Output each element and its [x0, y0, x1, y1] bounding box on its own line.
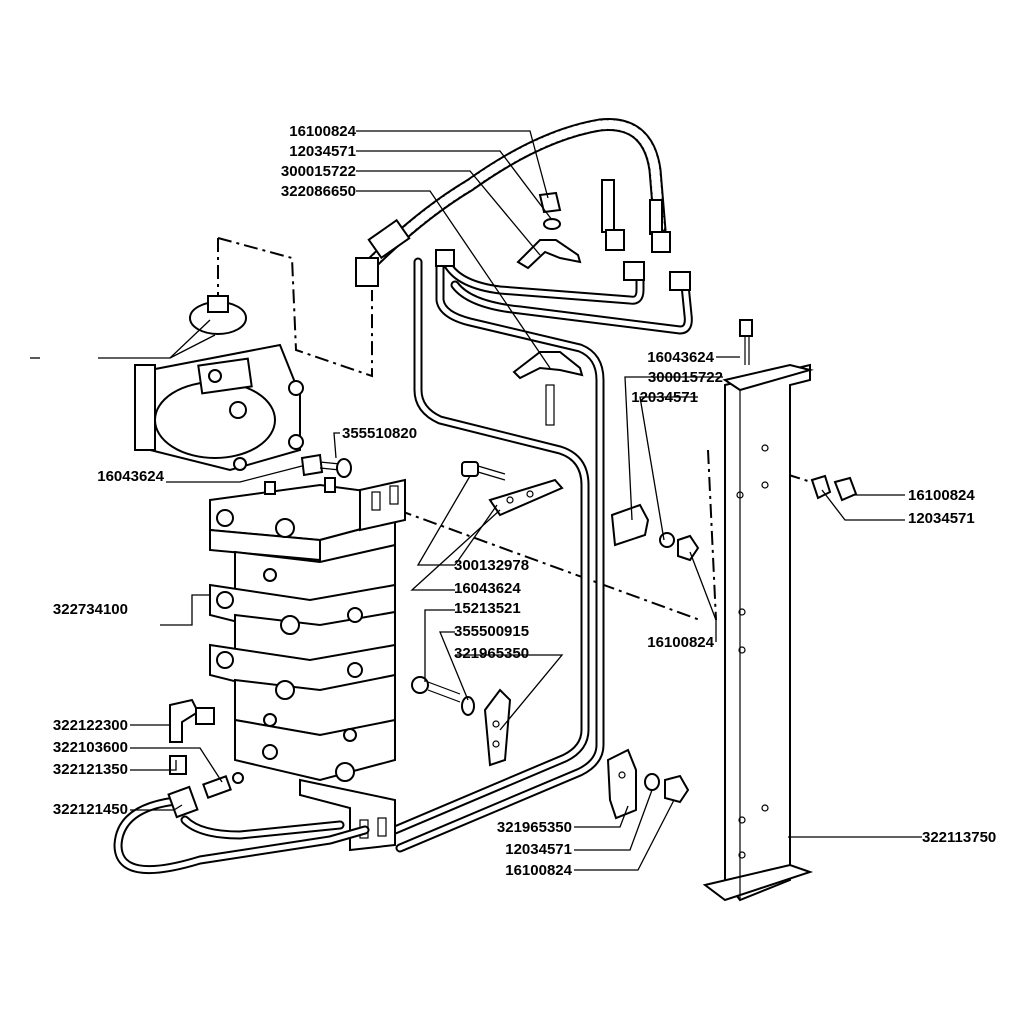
hydraulic-pump: [134, 295, 304, 472]
hardware-middle: [300, 453, 700, 767]
part-label-16043624-mid: 16043624: [454, 580, 521, 597]
leader-lines: [30, 130, 922, 871]
part-label-16100824-bottom: 16100824: [505, 862, 572, 879]
part-label-300132978: 300132978: [454, 557, 529, 574]
part-labels: 16100824 12034571 300015722 322086650 16…: [53, 123, 996, 879]
fittings: [169, 698, 244, 799]
hardware-lower: [606, 474, 858, 820]
part-label-16043624-right: 16043624: [647, 349, 714, 366]
return-pipe: [113, 785, 370, 875]
part-label-300015722-top: 300015722: [281, 163, 356, 180]
part-label-12034571-top: 12034571: [289, 143, 356, 160]
part-label-322113750: 322113750: [922, 829, 996, 846]
part-label-321965350-mid: 321965350: [454, 645, 529, 662]
part-label-355510820: 355510820: [342, 425, 417, 442]
part-label-16043624-left: 16043624: [97, 468, 164, 485]
part-label-16100824-top: 16100824: [289, 123, 356, 140]
part-label-322122300: 322122300: [53, 717, 128, 734]
part-label-322121350: 322121350: [53, 761, 128, 778]
part-label-16100824-mid-right: 16100824: [647, 634, 714, 651]
part-label-322734100: 322734100: [53, 601, 128, 618]
part-label-16100824-far-right: 16100824: [908, 487, 975, 504]
part-label-322121450: 322121450: [53, 801, 128, 818]
part-label-300015722-right: 300015722: [648, 369, 723, 386]
support-bracket: [702, 319, 814, 902]
part-label-15213521: 15213521: [454, 600, 521, 617]
part-label-12034571-far-right: 12034571: [908, 510, 975, 527]
hydraulic-hose: [355, 118, 671, 287]
part-label-322103600: 322103600: [53, 739, 128, 756]
control-valve-assembly: [209, 477, 406, 852]
rigid-pipes: [390, 249, 693, 853]
part-label-321965350-bottom: 321965350: [497, 819, 572, 836]
part-label-322086650: 322086650: [281, 183, 356, 200]
part-label-12034571-right: 12034571: [631, 389, 698, 406]
part-label-12034571-bottom: 12034571: [505, 841, 572, 858]
part-label-355500915: 355500915: [454, 623, 529, 640]
